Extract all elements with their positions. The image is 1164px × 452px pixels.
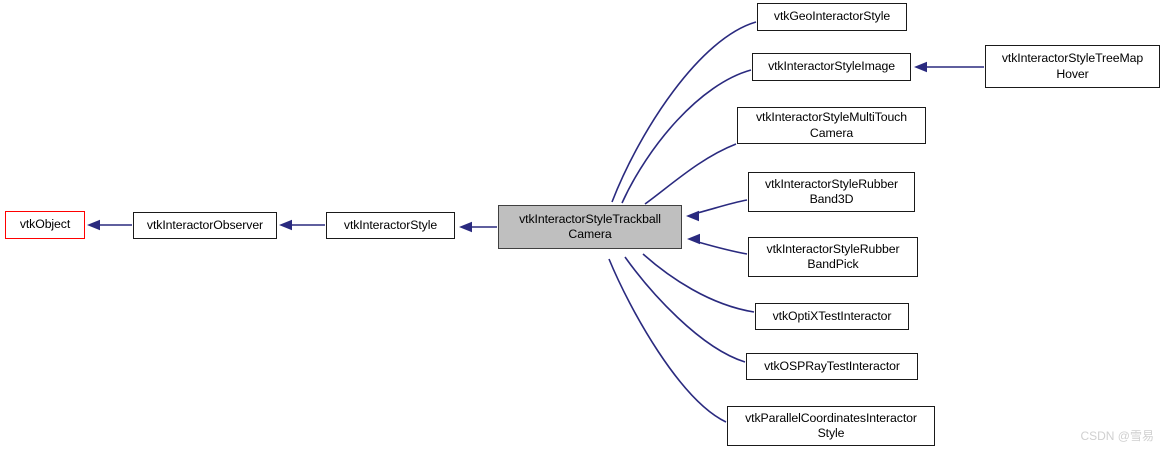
edge-vtkOSPRayTestInteractor-to-vtkInteractorStyleTrackballCamera [624,256,746,363]
class-node-label: vtkInteractorStyle [343,217,438,232]
class-node-vtkInteractorObserver[interactable]: vtkInteractorObserver [133,212,277,239]
class-node-label: vtkInteractorStyleImage [768,59,895,74]
class-node-vtkInteractorStyleRubberBandPick[interactable]: vtkInteractorStyleRubber BandPick [748,237,918,277]
class-node-label: vtkOptiXTestInteractor [772,308,892,323]
edge-vtkInteractorStyleRubberBandPick-to-vtkInteractorStyleTrackballCamera [697,241,748,255]
arrowhead-vtkInteractorObserver [279,219,292,231]
class-node-vtkParallelCoordinatesInteractorStyle[interactable]: vtkParallelCoordinatesInteractor Style [727,406,935,446]
edge-vtkGeoInteractorStyle-to-vtkInteractorStyleTrackballCamera [611,21,757,203]
arrowhead-vtkInteractorStyleImage [914,61,927,73]
watermark-text: CSDN @雪易 [1080,429,1154,443]
class-node-vtkInteractorStyleMultiTouchCamera[interactable]: vtkInteractorStyleMultiTouch Camera [737,107,926,144]
edge-vtkParallelCoordinatesInteractorStyle-to-vtkInteractorStyleTrackballCamera [608,258,727,423]
class-node-vtkGeoInteractorStyle[interactable]: vtkGeoInteractorStyle [757,3,907,31]
class-node-vtkOptiXTestInteractor[interactable]: vtkOptiXTestInteractor [755,303,909,330]
arrowhead-vtkInteractorStyleTrackballCamera [686,210,699,222]
class-node-vtkInteractorStyleTrackballCamera[interactable]: vtkInteractorStyleTrackball Camera [498,205,682,249]
class-node-label: vtkInteractorStyleTrackball Camera [519,211,661,242]
arrowhead-vtkInteractorStyleTrackballCamera [687,233,700,245]
class-node-vtkInteractorStyleRubberBand3D[interactable]: vtkInteractorStyleRubber Band3D [748,172,915,212]
edge-vtkInteractorStyleRubberBand3D-to-vtkInteractorStyleTrackballCamera [696,199,748,214]
class-node-label: vtkInteractorStyleRubber Band3D [765,176,898,207]
class-node-label: vtkInteractorObserver [146,217,264,232]
edge-vtkInteractorStyleMultiTouchCamera-to-vtkInteractorStyleTrackballCamera [644,143,737,205]
class-node-label: vtkObject [19,217,71,232]
edges-group [95,21,984,423]
edge-vtkInteractorStyleImage-to-vtkInteractorStyleTrackballCamera [621,69,752,204]
class-node-vtkObject[interactable]: vtkObject [5,211,85,239]
class-node-label: vtkParallelCoordinatesInteractor Style [745,410,917,441]
class-node-label: vtkGeoInteractorStyle [773,9,891,24]
class-node-vtkInteractorStyle[interactable]: vtkInteractorStyle [326,212,455,239]
class-node-label: vtkInteractorStyleTreeMap Hover [1001,51,1144,81]
class-node-vtkInteractorStyleTreeMapHover[interactable]: vtkInteractorStyleTreeMap Hover [985,45,1160,88]
class-node-vtkInteractorStyleImage[interactable]: vtkInteractorStyleImage [752,53,911,81]
class-node-label: vtkOSPRayTestInteractor [764,358,900,373]
arrowhead-vtkObject [87,219,100,231]
class-node-label: vtkInteractorStyleMultiTouch Camera [756,110,907,140]
class-node-vtkOSPRayTestInteractor[interactable]: vtkOSPRayTestInteractor [746,353,918,380]
edge-vtkOptiXTestInteractor-to-vtkInteractorStyleTrackballCamera [642,253,755,313]
class-node-label: vtkInteractorStyleRubber BandPick [766,241,900,272]
arrowhead-vtkInteractorStyle [459,221,472,233]
